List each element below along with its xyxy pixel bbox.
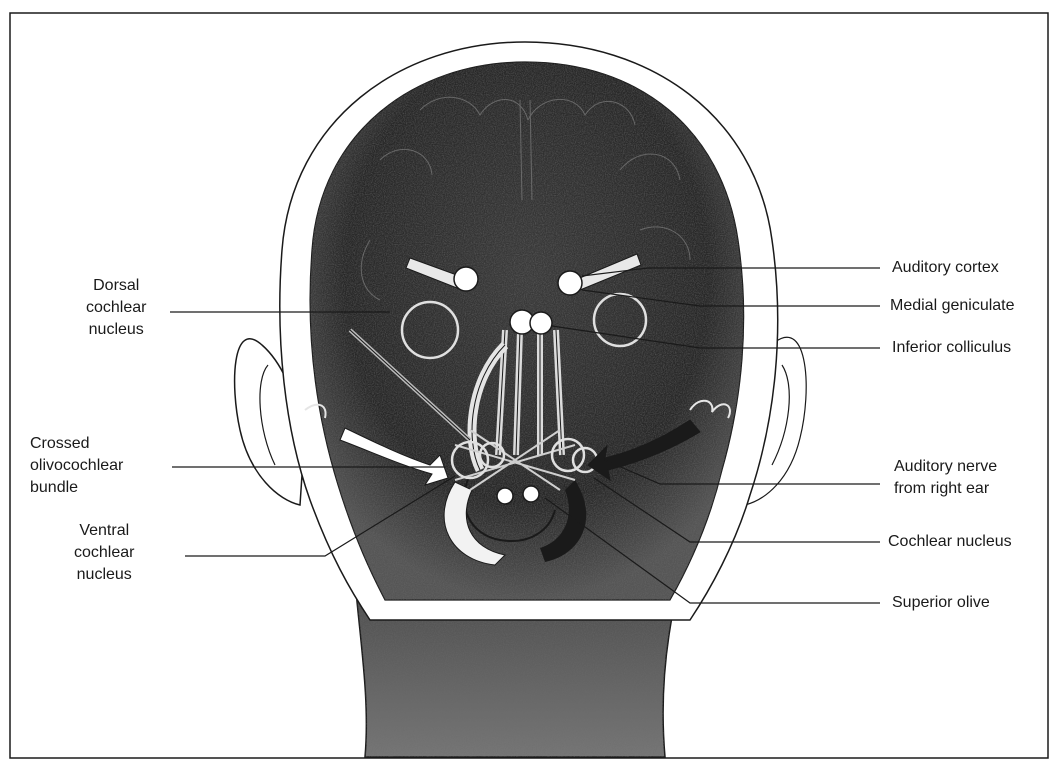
- label-superior-olive: Superior olive: [892, 592, 990, 614]
- superior-olive-right: [523, 486, 539, 502]
- label-medial-geniculate: Medial geniculate: [890, 295, 1015, 317]
- medial-geniculate-left: [454, 267, 478, 291]
- inferior-colliculus-right: [530, 312, 552, 334]
- label-inferior-colliculus: Inferior colliculus: [892, 337, 1011, 359]
- label-crossed-olivocochlear-bundle: Crossed olivocochlear bundle: [30, 433, 123, 499]
- label-ventral-cochlear-nucleus: Ventral cochlear nucleus: [74, 520, 134, 586]
- medial-geniculate-right: [558, 271, 582, 295]
- label-auditory-nerve-from-right-ear: Auditory nerve from right ear: [894, 456, 997, 500]
- label-dorsal-cochlear-nucleus: Dorsal cochlear nucleus: [86, 275, 146, 341]
- label-auditory-cortex: Auditory cortex: [892, 257, 999, 279]
- superior-olive-left: [497, 488, 513, 504]
- label-cochlear-nucleus: Cochlear nucleus: [888, 531, 1012, 553]
